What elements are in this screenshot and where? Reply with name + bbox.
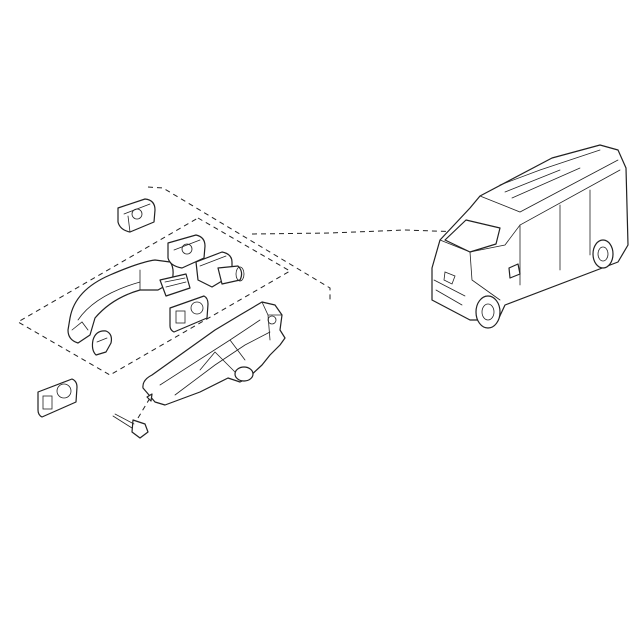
handle-end-cap-outer	[117, 198, 156, 233]
inner-group-outline	[16, 217, 292, 376]
lock-escutcheon-plate-lower	[37, 378, 78, 418]
handle-end-cap-inner	[167, 234, 206, 269]
van-leader-line	[251, 229, 463, 235]
outer-group-leader	[147, 186, 331, 302]
rivet	[112, 393, 153, 439]
lock-cylinder-housing	[195, 251, 245, 288]
lock-escutcheon-plate	[169, 295, 209, 333]
van-illustration	[431, 144, 629, 329]
handle-gasket	[91, 330, 113, 356]
door-handle	[67, 259, 191, 344]
handle-support-bracket	[142, 301, 286, 406]
